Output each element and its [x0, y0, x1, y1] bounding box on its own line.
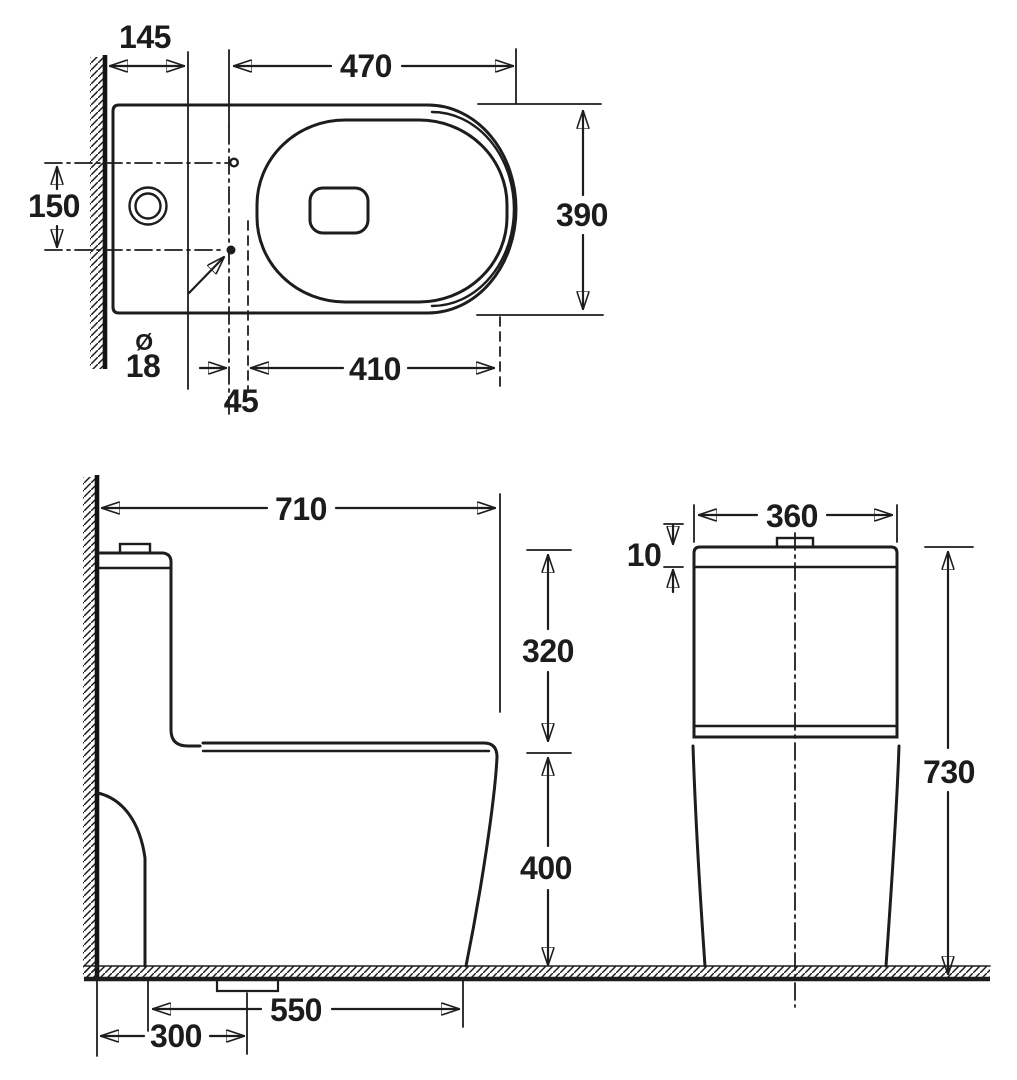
front-pedestal-left: [691, 744, 707, 968]
dim-label-150: 150: [28, 188, 80, 224]
floor-hatch: [84, 966, 990, 978]
dim-label-300: 300: [150, 1018, 202, 1054]
top-view: 145 470 150 390 Ø 18 45 410: [28, 19, 608, 419]
dim-label-45: 45: [224, 383, 259, 419]
hole-leader-arrow: [187, 257, 224, 295]
front-view: 360 10 730: [627, 498, 975, 1008]
dim-label-320: 320: [522, 633, 574, 669]
dim-label-diameter-symbol: Ø: [135, 329, 152, 355]
fixing-hole-lower: [226, 245, 236, 255]
dim-label-360: 360: [766, 498, 818, 534]
dim-label-730: 730: [923, 754, 975, 790]
fixing-hole-upper: [228, 157, 239, 168]
dim-label-400: 400: [520, 850, 572, 886]
dim-label-18: 18: [126, 348, 161, 384]
seat-opening: [255, 118, 509, 304]
side-seat-top-and-bowl-front: [201, 741, 499, 968]
dim-label-145: 145: [119, 19, 171, 55]
side-view: 710 320 400 550 300: [83, 475, 574, 1057]
flush-outlet-opening: [308, 186, 370, 235]
dim-label-410: 410: [349, 351, 401, 387]
dim-label-390: 390: [556, 197, 608, 233]
side-tank-front: [97, 551, 202, 748]
front-tank-outline: [692, 545, 899, 739]
plan-rim-inner-edge: [430, 110, 516, 308]
dim-label-470: 470: [340, 48, 392, 84]
front-pedestal-right: [884, 744, 901, 968]
top-wall-hatch: [90, 57, 104, 369]
floor-outlet: [215, 978, 280, 993]
side-base-back: [96, 791, 147, 968]
inlet-hole-inner: [134, 192, 162, 220]
dim-label-550: 550: [270, 992, 322, 1028]
dim-label-10: 10: [627, 537, 662, 573]
side-wall-hatch: [83, 477, 97, 977]
dim-label-710: 710: [275, 491, 327, 527]
floor: [83, 965, 991, 982]
inlet-hole-outer: [128, 186, 168, 226]
plan-outline: [111, 103, 518, 315]
